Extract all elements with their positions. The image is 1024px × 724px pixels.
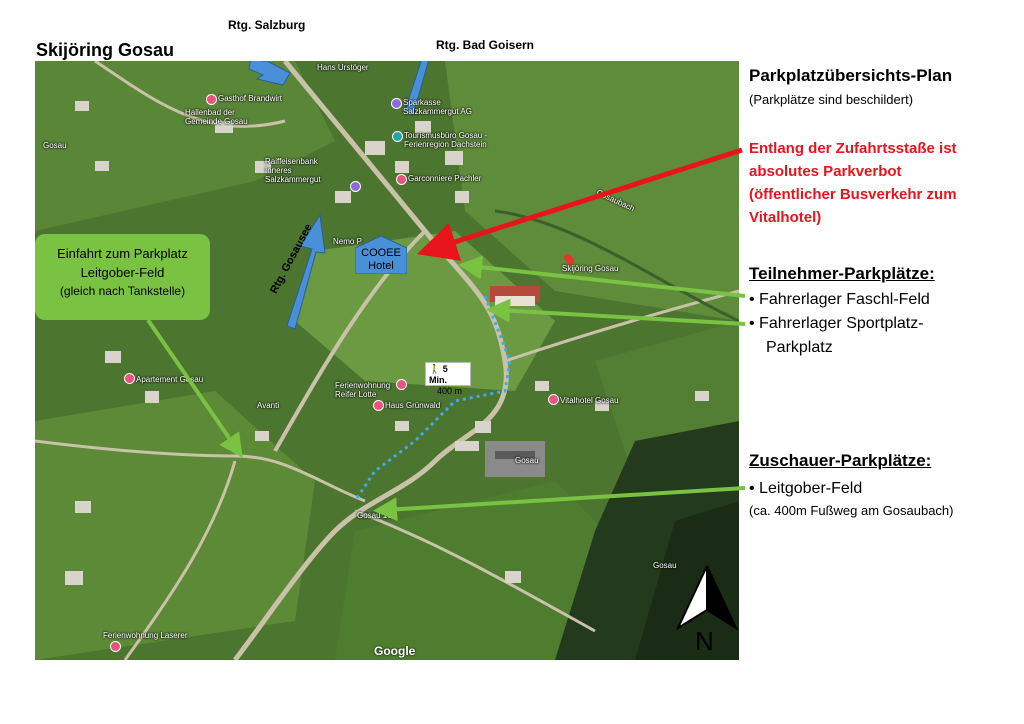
map-label-haus-gruenwald: Haus Grünwald	[385, 401, 441, 410]
list-item: • Fahrerlager Faschl-Feld	[749, 291, 930, 308]
place-pin-icon[interactable]	[206, 94, 217, 105]
map-label-avanti: Avanti	[257, 401, 280, 410]
participants-list: • Fahrerlager Faschl-Feld • Fahrerlager …	[749, 288, 1019, 360]
bank-pin-icon[interactable]	[350, 181, 361, 192]
road-label-gosau: Gosau	[515, 456, 539, 465]
road-label-gosau: Gosau	[653, 561, 677, 570]
plan-title: Parkplatzübersichts-Plan	[749, 66, 953, 85]
place-pin-icon[interactable]	[110, 641, 121, 652]
cooee-hotel-marker[interactable]	[355, 236, 407, 274]
arrow-salzburg	[248, 61, 291, 86]
north-compass-icon	[675, 565, 739, 631]
map-label-sparkasse: Sparkasse Salzkammergut AG	[403, 98, 472, 116]
list-item: • Leitgober-Feld	[749, 480, 863, 497]
place-pin-icon[interactable]	[548, 394, 559, 405]
participants-header: Teilnehmer-Parkplätze:	[749, 264, 935, 283]
place-pin-icon[interactable]	[396, 379, 407, 390]
map-label-gasthof-brandwirt: Gasthof Brandwirt	[218, 94, 283, 103]
green-arrow-einfahrt	[146, 318, 243, 458]
place-pin-icon[interactable]	[396, 174, 407, 185]
map-label-hallenbad: Hallenbad der Gemeinde Gosau	[185, 108, 248, 126]
list-item: • Fahrerlager Sportplatz-	[749, 315, 924, 332]
arrow-gosausee	[286, 213, 326, 330]
map-label-ferienwohnung-laserer: Ferienwohnung Laserer	[103, 631, 188, 640]
info-pin-icon[interactable]	[392, 131, 403, 142]
map-terrain	[35, 61, 739, 660]
plan-subtitle: (Parkplätze sind beschildert)	[749, 92, 914, 107]
page-title: Skijöring Gosau	[36, 40, 175, 60]
green-arrow-faschl-feld	[458, 255, 746, 298]
green-arrow-leitgober-feld	[373, 486, 746, 522]
direction-label-bad-goisern: Rtg. Bad Goisern	[436, 38, 535, 52]
map-label-vitalhotel: Vitalhotel Gosau	[560, 396, 619, 405]
red-arrow-no-parking	[416, 147, 743, 261]
list-item: Parkplatz	[766, 339, 833, 356]
compass-north-label: N	[695, 626, 714, 656]
walking-time-badge: 🚶 5 Min. 400 m	[425, 362, 471, 396]
no-parking-warning: Entlang der Zufahrtsstaße ist absolutes …	[749, 140, 957, 226]
cooee-hotel-label: COOEE Hotel	[361, 247, 401, 272]
walking-person-icon: 🚶	[429, 364, 441, 374]
place-pin-icon[interactable]	[373, 400, 384, 411]
spectators-header: Zuschauer-Parkplätze:	[749, 451, 932, 470]
map-label-nemo: Nemo P	[333, 237, 362, 246]
map-label-ferienwohnung-reifer: Ferienwohnung Reifer Lotte	[335, 381, 391, 399]
satellite-map[interactable]: Hans Urstöger Gasthof Brandwirt Hallenba…	[35, 61, 739, 660]
place-pin-icon[interactable]	[124, 373, 135, 384]
bank-pin-icon[interactable]	[391, 98, 402, 109]
map-label-skijoering: Skijöring Gosau	[562, 264, 619, 273]
spectators-note: (ca. 400m Fußweg am Gosaubach)	[749, 503, 954, 518]
map-label-hans-urstoeger: Hans Urstöger	[317, 63, 369, 72]
map-label-raiffeisenbank: Raiffeisenbank Inneres Salzkammergut	[265, 157, 321, 184]
entrance-callout: Einfahrt zum Parkplatz Leitgober-Feld (g…	[35, 234, 210, 320]
direction-label-salzburg: Rtg. Salzburg	[228, 18, 306, 32]
spectators-list: • Leitgober-Feld	[749, 477, 862, 501]
map-label-tourismusbuero: Tourismusbüro Gosau - Ferienregion Dachs…	[404, 131, 488, 149]
map-attribution: Google	[374, 644, 416, 658]
map-label-garconniere: Garconniere Pachler	[408, 174, 482, 183]
arrow-bad-goisern	[404, 61, 429, 116]
map-label-apartement: Apartement Gosau	[136, 375, 204, 384]
road-label-gosau: Gosau	[43, 141, 67, 150]
green-arrow-sportplatz	[486, 298, 746, 326]
